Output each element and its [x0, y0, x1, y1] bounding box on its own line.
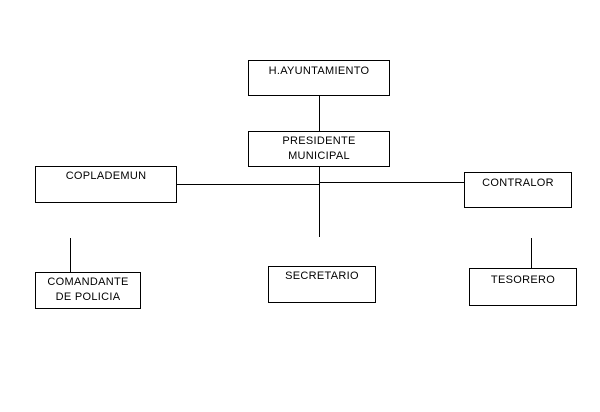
connector-horizontal-right	[319, 182, 465, 183]
connector-comandante	[70, 238, 71, 272]
node-comandante-label-line1: COMANDANTE	[47, 276, 129, 288]
node-ayuntamiento-label: H.AYUNTAMIENTO	[268, 65, 370, 77]
node-contralor: CONTRALOR	[464, 172, 572, 208]
node-coplademun-label: COPLADEMUN	[65, 170, 147, 182]
node-comandante-de-policia: COMANDANTE DE POLICIA	[35, 272, 141, 309]
node-coplademun: COPLADEMUN	[35, 166, 177, 203]
node-ayuntamiento: H.AYUNTAMIENTO	[248, 60, 390, 96]
connector-tesorero	[531, 238, 532, 269]
node-presidente-label-line1: PRESIDENTE	[282, 135, 356, 147]
node-presidente-municipal: PRESIDENTE MUNICIPAL	[248, 131, 390, 167]
node-comandante-label-line2: DE POLICIA	[55, 291, 121, 303]
node-tesorero-label: TESORERO	[490, 274, 556, 286]
node-secretario-label: SECRETARIO	[285, 270, 359, 282]
node-secretario: SECRETARIO	[268, 266, 376, 303]
node-contralor-label: CONTRALOR	[482, 177, 554, 189]
connector-presidente-secretario	[319, 166, 320, 237]
connector-ayuntamiento-presidente	[319, 95, 320, 132]
node-tesorero: TESORERO	[469, 268, 577, 306]
connector-horizontal-left	[176, 184, 320, 185]
node-presidente-label-line2: MUNICIPAL	[288, 150, 350, 162]
